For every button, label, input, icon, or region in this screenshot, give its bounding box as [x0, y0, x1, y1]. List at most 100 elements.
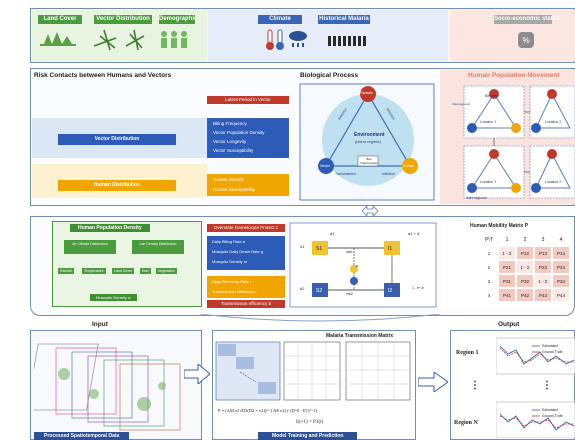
matrix-header-cell: 2 [524, 237, 527, 243]
legend-gt-1: Ground Truth [542, 350, 563, 354]
i2-box [384, 283, 400, 297]
blue-param-box [207, 236, 285, 270]
section-connector-arrow [362, 205, 378, 217]
legend-gt-n: Ground Truth [542, 414, 563, 418]
param-transmission-c: Transmission efficiency c [212, 289, 257, 294]
compartment-model [289, 222, 437, 308]
matrix-row-label: 1 [488, 251, 491, 256]
output-ellipsis-right: ⋮ [542, 380, 552, 391]
matrix-cell-value: P31 [503, 279, 512, 284]
matrix-cell-value: P34 [557, 279, 566, 284]
mobility-matrix-title: Human Mobility Matrix P [470, 223, 529, 229]
top-icons: % [40, 29, 534, 51]
location2-bottom-label: Location 2 [545, 180, 562, 184]
matrix-cell-value: P21 [503, 265, 512, 270]
climate-dist-box [64, 240, 116, 254]
vector-item-biting: Biting Frequency [213, 121, 247, 126]
matrix-row-label: 3 [488, 279, 491, 284]
model-i1: I1 [388, 246, 393, 252]
param-biting-rate: Daily Biting Rate a [212, 239, 245, 244]
matrix-cell [535, 247, 551, 259]
rain-cloud-icon [289, 31, 307, 47]
human-item-density: Human Density [213, 177, 244, 182]
regionN-label: Region N [454, 420, 478, 426]
mosquito-density-label: Mosquito Density w [90, 294, 137, 301]
orange-param-box [207, 276, 285, 298]
environment-circle [322, 94, 414, 186]
biological-process-diagram [299, 83, 435, 201]
matrix-cell [553, 247, 569, 259]
matrix-cell [499, 289, 515, 301]
legend-estimated-1: Estimated [542, 344, 558, 348]
matrix-cell-value: P44 [557, 293, 566, 298]
vector-item-density: Vector Population Density [213, 130, 265, 135]
model-mbeta1: mb1 [346, 250, 353, 254]
matrix-header-cell: 1 [506, 237, 509, 243]
matrix-cell [553, 275, 569, 287]
vector-node [318, 158, 334, 174]
matrix-cell [499, 275, 515, 287]
small-item-land-cover: Land Cover [112, 268, 135, 274]
matrix-cell [535, 289, 551, 301]
small-item-vegetation: Vegetation [156, 268, 177, 274]
matrix-cell [499, 261, 515, 273]
model-b2: b2 [300, 286, 305, 291]
pop-density-label: Human Population Density [70, 224, 150, 232]
model-mbeta2: mb2 [346, 292, 353, 296]
model-d1: d1 [330, 231, 335, 236]
matrix-cell-value: P41 [503, 293, 512, 298]
socio-economic-label: Socio-economic status [494, 15, 560, 24]
latent-period-box: Latent Period in Vector [207, 96, 289, 104]
trans-left-label: Transmission [335, 172, 356, 176]
output-title: Output [498, 321, 520, 328]
input-title: Input [92, 321, 108, 328]
bite-transmission-box [357, 155, 379, 167]
input-stacked-maps [34, 343, 181, 431]
inter-regional-label: Inter-regional [466, 196, 487, 200]
matrix-cell-value: 1 - Σ [520, 265, 530, 270]
matrix-cell-value: P13 [539, 251, 548, 256]
matrix-cell-value: P12 [521, 251, 530, 256]
small-item-rainfall: Rainfall [58, 268, 74, 274]
matrix-cell [517, 289, 533, 301]
demographic-label: Demographic [159, 15, 198, 24]
location2-top-label: Location 2 [545, 120, 562, 124]
block-matrix [215, 341, 411, 401]
historical-people-icon [328, 36, 366, 46]
trans-right-label: infection [382, 172, 396, 176]
human-items-box [207, 174, 289, 196]
mobility-title: Human Population Movement [468, 72, 560, 79]
model-one-minus: 1 - e^-b [412, 286, 424, 290]
output-plots [496, 337, 575, 438]
human-node [402, 158, 418, 174]
historical-malaria-label: Historical Malaria [318, 15, 370, 24]
down-connector [200, 314, 440, 322]
people-icon [161, 31, 187, 48]
model-s1: S1 [316, 246, 323, 252]
transmission-matrix-title: Malaria Transmission Matrix [326, 333, 393, 339]
matrix-cell-value: P42 [521, 293, 530, 298]
matrix-header-cell: 3 [542, 237, 545, 243]
human-distribution-bar: Human Distribution [58, 180, 176, 191]
matrix-cell-value: P32 [521, 279, 530, 284]
mobility-diagram [463, 85, 575, 199]
matrix-cell-value: P43 [539, 293, 548, 298]
climate-dist-label: Air Climate Distribution [72, 242, 108, 246]
input-to-model-arrow [184, 364, 210, 384]
small-item-temperature: Temperature [82, 268, 106, 274]
equation-update: I(t+1) = P I(t) [296, 420, 324, 425]
matrix-row-label: 4 [488, 293, 491, 298]
param-death-rate: Mosquito Daily Death Rate g [212, 249, 263, 254]
matrix-cell [553, 289, 569, 301]
matrix-cell-value: 1 - Σ [538, 279, 548, 284]
tree-icon [40, 32, 76, 46]
model-to-output-arrow [418, 372, 448, 392]
matrix-header-cell: 4 [560, 237, 563, 243]
s1-box [312, 241, 328, 255]
human-label: Human [403, 164, 415, 168]
model-s2: S2 [316, 288, 323, 294]
model-b1: b1 [300, 244, 305, 249]
legend-estimated-n: Estimated [542, 408, 558, 412]
matrix-cell [517, 261, 533, 273]
